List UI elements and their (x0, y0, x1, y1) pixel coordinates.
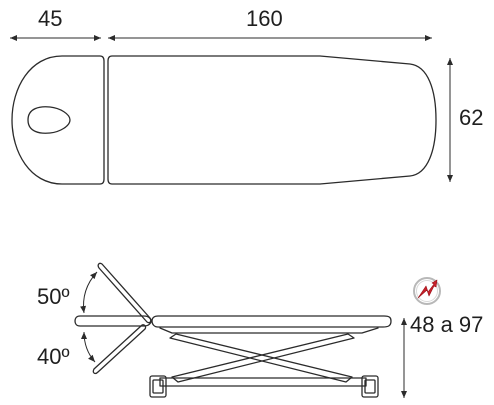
right-wheel (361, 375, 379, 398)
dimension-label-body-length: 160 (246, 6, 283, 31)
base-rail (159, 377, 367, 387)
face-hole (27, 106, 71, 134)
left-wheel-inner (152, 379, 164, 394)
top-view (10, 35, 453, 185)
angle-label-up: 50º (37, 284, 70, 309)
body-section (107, 55, 437, 185)
dimension-label-height-range: 48 a 97 (410, 312, 484, 337)
angle-arc-up (80, 271, 98, 314)
dimension-label-head-length: 45 (38, 6, 63, 31)
dimension-label-width: 62 (459, 105, 484, 130)
body-panel (151, 315, 392, 328)
head-panel-lowered (92, 324, 147, 375)
right-wheel-inner (364, 379, 376, 394)
scissor-bar-a (169, 333, 353, 383)
electric-motor-icon (413, 277, 441, 305)
side-view (74, 262, 441, 398)
scissor-bar-b (171, 333, 355, 383)
angle-arc-down (81, 331, 96, 363)
head-panel-level (74, 315, 152, 327)
head-panel-raised (97, 262, 152, 324)
left-wheel (149, 375, 167, 398)
head-section (11, 55, 105, 185)
upper-frame (159, 327, 379, 334)
lightning-bolt-icon (417, 279, 438, 299)
angle-label-down: 40º (37, 344, 70, 369)
